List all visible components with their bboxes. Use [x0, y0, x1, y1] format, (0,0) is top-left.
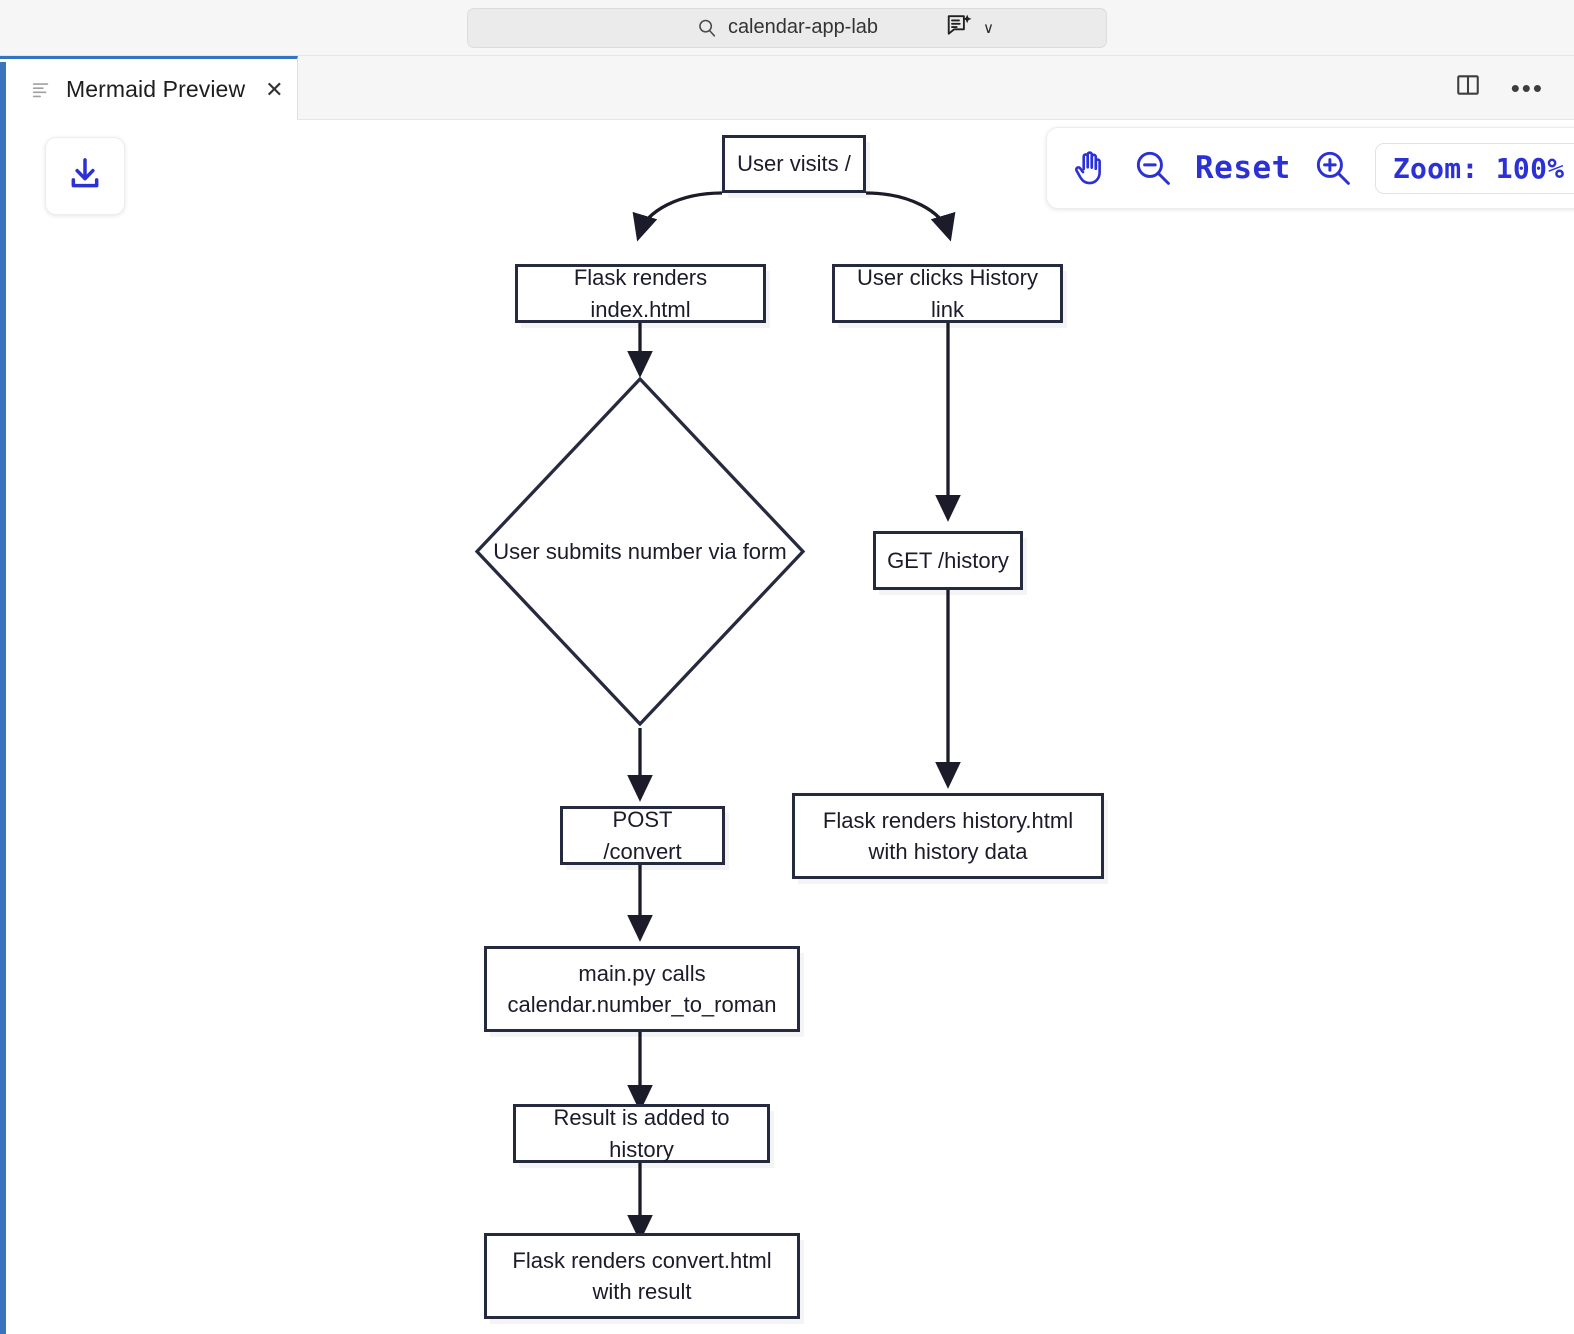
search-icon [696, 17, 718, 39]
flow-node-flask-renders-convert[interactable]: Flask renders convert.html with result [484, 1233, 800, 1319]
flow-node-get-history[interactable]: GET /history [873, 531, 1023, 590]
zoom-out-icon[interactable] [1131, 146, 1175, 190]
flow-node-label: User visits / [737, 151, 851, 177]
flow-node-main-py-calls[interactable]: main.py calls calendar.number_to_roman [484, 946, 800, 1032]
flow-node-result-added-history[interactable]: Result is added to history [513, 1104, 770, 1163]
zoom-toolbar: Reset Zoom: 100% [1046, 127, 1574, 209]
split-editor-icon[interactable] [1455, 72, 1481, 103]
zoom-in-icon[interactable] [1311, 146, 1355, 190]
reset-button[interactable]: Reset [1195, 150, 1291, 186]
hand-pan-icon[interactable] [1069, 147, 1111, 189]
flow-node-flask-renders-index[interactable]: Flask renders index.html [515, 264, 766, 323]
flow-node-flask-renders-history[interactable]: Flask renders history.html with history … [792, 793, 1104, 879]
chevron-down-icon[interactable]: ∨ [983, 20, 994, 37]
flow-node-user-visits[interactable]: User visits / [722, 135, 866, 193]
activity-bar-rail [0, 62, 6, 1334]
zoom-level-badge[interactable]: Zoom: 100% [1374, 142, 1574, 194]
download-icon [65, 154, 105, 199]
flow-node-label: Flask renders index.html [573, 265, 708, 322]
editor-tab-strip: Mermaid Preview ✕ ••• [0, 56, 1574, 120]
flow-node-label: User submits number via form [493, 538, 787, 564]
tab-mermaid-preview[interactable]: Mermaid Preview ✕ [0, 56, 298, 120]
copilot-menu[interactable]: ∨ [945, 12, 994, 45]
flow-node-label: main.py calls calendar.number_to_roman [507, 960, 777, 1017]
flow-node-label: POST /convert [603, 807, 682, 864]
flow-node-post-convert[interactable]: POST /convert [560, 806, 725, 865]
flow-node-label: User clicks History link [857, 265, 1038, 322]
window-title-bar: calendar-app-lab ∨ [0, 0, 1574, 56]
search-input[interactable]: calendar-app-lab [467, 7, 1107, 48]
flow-node-label: Flask renders convert.html with result [512, 1247, 772, 1304]
flow-node-label: GET /history [887, 547, 1009, 573]
copilot-chat-icon[interactable] [945, 12, 973, 45]
flowchart: User visits / Flask renders index.html U… [6, 120, 1574, 1334]
tab-close-icon[interactable]: ✕ [265, 76, 284, 102]
download-button[interactable] [45, 137, 125, 215]
search-input-value: calendar-app-lab [727, 16, 879, 38]
flow-node-user-submits-number[interactable]: User submits number via form [473, 375, 807, 728]
flow-node-label: Flask renders history.html with history … [822, 807, 1074, 864]
flow-node-label: Result is added to history [553, 1105, 730, 1162]
more-actions-icon[interactable]: ••• [1510, 72, 1544, 103]
flow-node-user-clicks-history[interactable]: User clicks History link [832, 264, 1063, 323]
tab-strip-actions: ••• [1455, 56, 1574, 119]
diamond-shape [474, 376, 806, 727]
flowchart-edges [627, 191, 961, 1242]
preview-lines-icon [30, 79, 52, 101]
mermaid-preview-canvas[interactable]: Reset Zoom: 100% [6, 120, 1574, 1334]
tab-label: Mermaid Preview [66, 76, 246, 102]
